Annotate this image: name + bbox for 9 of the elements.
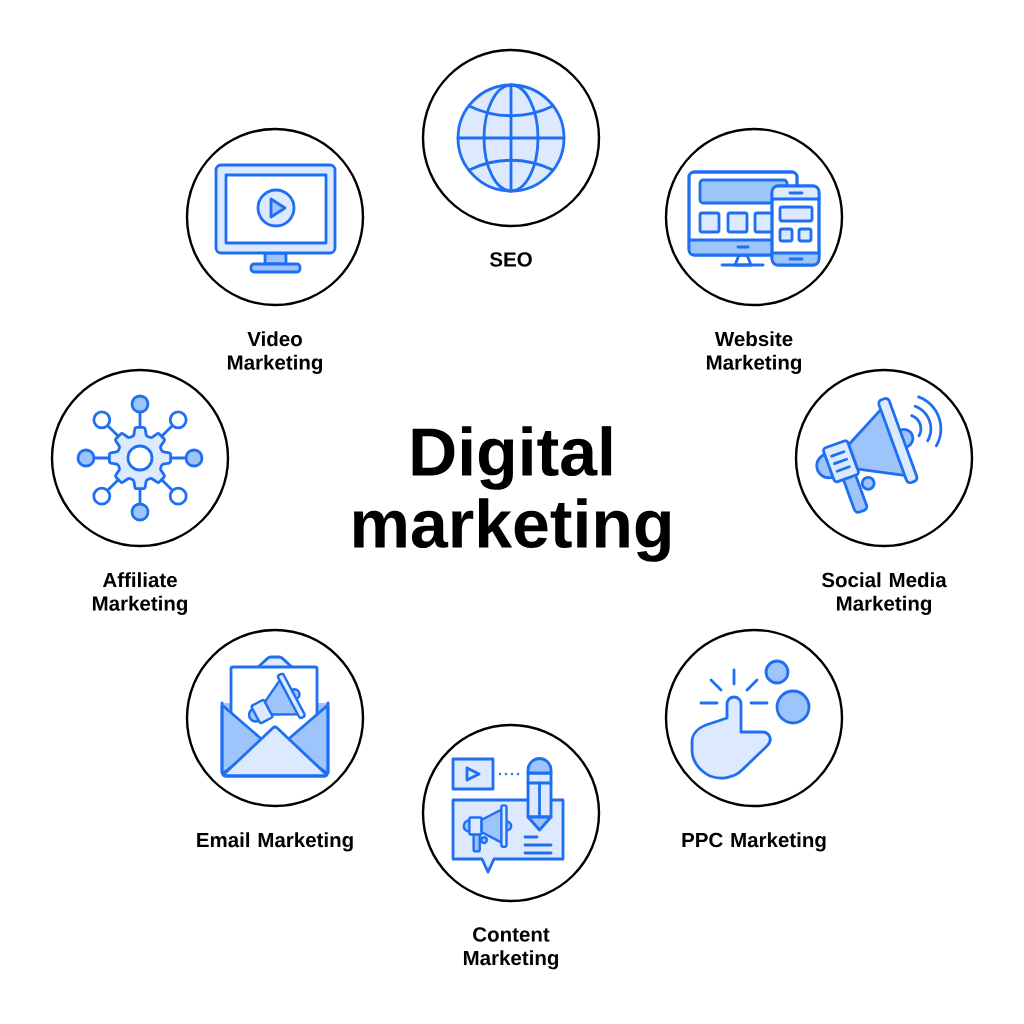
node-label: Affiliate Marketing (92, 572, 188, 615)
node-label: Website Marketing (706, 331, 802, 374)
title: Digital marketing (354, 426, 670, 562)
node-label: Video Marketing (227, 331, 323, 374)
node-label: Social Media Marketing (821, 572, 947, 615)
node-label: SEO (489, 252, 532, 267)
node-label: Email Marketing (197, 832, 353, 852)
node-label: PPC Marketing (682, 832, 826, 852)
node-label: Content Marketing (463, 927, 559, 970)
